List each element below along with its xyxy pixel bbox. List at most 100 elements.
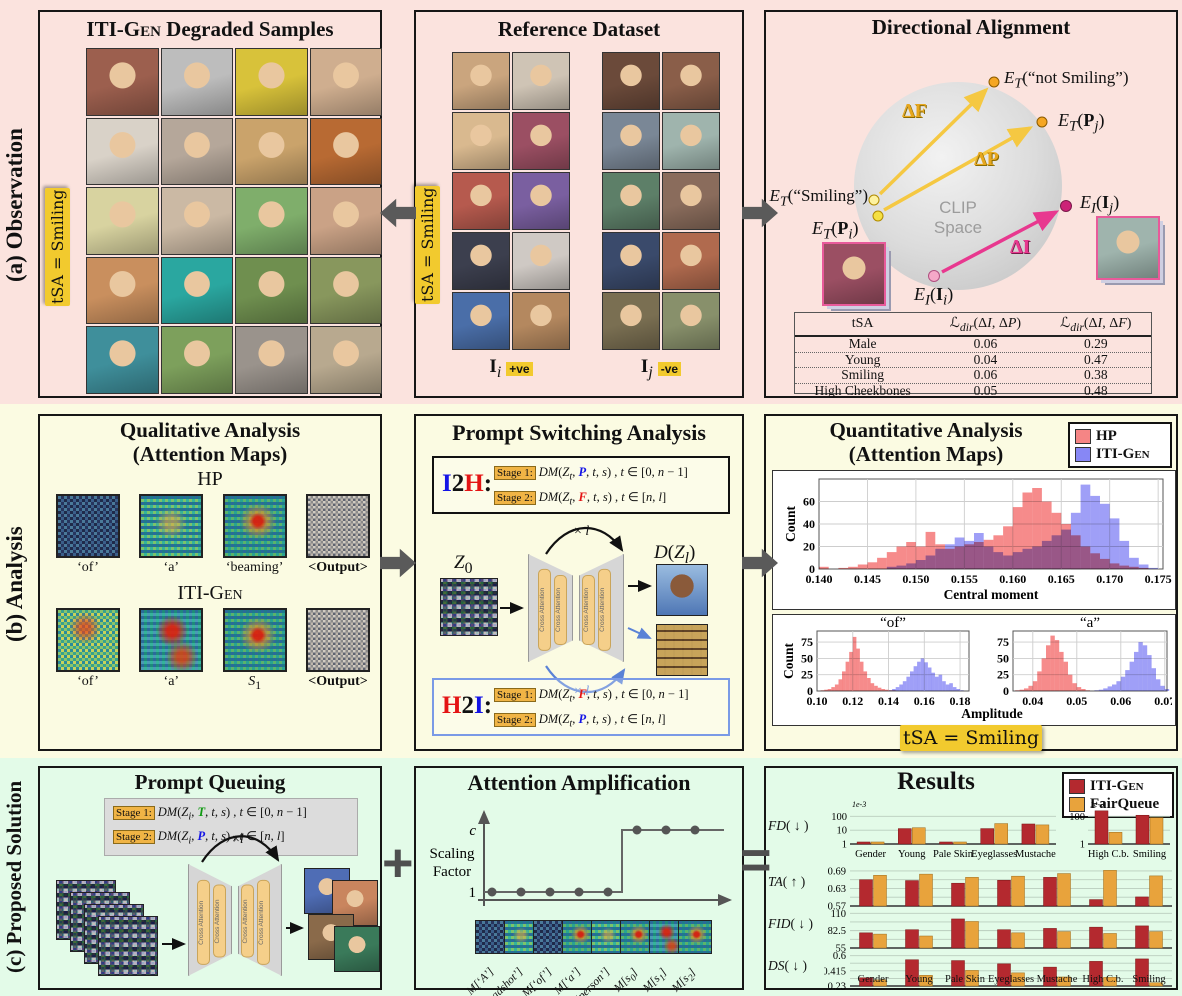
svg-text:Gender: Gender <box>855 849 886 860</box>
panel-title: Directional Alignment <box>871 15 1071 39</box>
plus-operator: + <box>382 833 414 893</box>
photo-thumb <box>452 112 510 170</box>
svg-text:0.05: 0.05 <box>1066 694 1087 708</box>
tsa-smiling-badge: tSA = Smiling <box>45 140 70 354</box>
cross-attention-block: Cross Attention <box>581 574 595 645</box>
svg-text:0.57: 0.57 <box>828 902 846 911</box>
svg-text:1: 1 <box>1080 840 1085 851</box>
attention-map <box>56 608 120 672</box>
tsa-smiling-badge: tSA = Smiling <box>899 725 1043 751</box>
svg-text:0.155: 0.155 <box>951 572 978 586</box>
metric-label-ds: DS( ↓ ) <box>768 958 807 973</box>
image-ij-thumbnail <box>1096 216 1160 280</box>
z0-noise-image <box>440 578 498 636</box>
panel-title: Prompt Switching Analysis <box>452 420 706 445</box>
photo-thumb <box>309 187 382 255</box>
negative-badge: -ve <box>657 361 682 376</box>
svg-text:Count: Count <box>783 505 798 542</box>
svg-text:25: 25 <box>801 668 813 682</box>
panel-title-line1: Quantitative Analysis <box>829 418 1023 442</box>
cross-attention-block: Cross Attention <box>537 569 551 652</box>
svg-text:0.140: 0.140 <box>806 572 833 586</box>
panel-title: Prompt Queuing <box>134 770 286 794</box>
svg-text:Pale Skin: Pale Skin <box>933 849 974 860</box>
hp-method-label: HP <box>197 468 223 490</box>
et-pj-point <box>1036 116 1048 128</box>
token-attention-map <box>504 920 538 954</box>
svg-text:Central moment: Central moment <box>944 587 1039 602</box>
svg-text:0.16: 0.16 <box>914 694 935 708</box>
legend-entry: FairQueue <box>1069 795 1167 813</box>
attention-map-cell: ‘a’ <box>131 608 211 692</box>
category-label: Young <box>905 974 933 985</box>
i2h-label: I2H: <box>442 470 493 497</box>
category-label: Gender <box>857 974 889 985</box>
degraded-samples-grid <box>86 48 382 394</box>
negative-caption: Ij -ve <box>602 356 720 382</box>
delta-f-label: ΔF <box>902 100 927 122</box>
panel-directional-alignment: Directional Alignment ET(“not Smiling”) … <box>764 10 1178 398</box>
reference-negative-grid <box>602 52 720 350</box>
positive-symbol: Ii <box>489 356 502 381</box>
photo-thumb <box>160 48 233 116</box>
loop-count-top: × l <box>574 524 590 539</box>
svg-text:50: 50 <box>801 651 813 665</box>
h2i-stage2-line: Stage 2:DM(Zt, P, t, s) , t ∈ [n, l] <box>494 711 665 730</box>
svg-text:0.160: 0.160 <box>999 572 1026 586</box>
attention-map-cell: ‘beaming’ <box>215 494 295 576</box>
svg-text:0.6: 0.6 <box>833 952 846 962</box>
clip-space-label: CLIP Space <box>933 198 983 237</box>
attention-map <box>305 494 370 558</box>
svg-text:Amplitude: Amplitude <box>961 706 1023 721</box>
row-label-analysis: (b) Analysis <box>2 526 27 642</box>
photo-thumb <box>309 117 382 186</box>
svg-text:10: 10 <box>837 826 848 837</box>
svg-text:Mustache: Mustache <box>1015 849 1056 860</box>
positive-caption: Ii +ve <box>452 356 570 382</box>
h2i-stage1-line: Stage 1:DM(Zt, F, t, s) , t ∈ [0, n − 1] <box>494 686 689 705</box>
loop-count-bottom: × l <box>574 684 590 699</box>
i2h-equation-box: I2H: Stage 1:DM(Zt, P, t, s) , t ∈ [0, n… <box>432 456 730 514</box>
token-attention-map <box>678 920 712 954</box>
svg-text:25: 25 <box>997 668 1009 682</box>
photo-thumb <box>602 112 660 170</box>
panel-title-line1: Qualitative Analysis <box>119 418 301 442</box>
dzl-label: D(Zl) <box>654 542 696 567</box>
svg-text:0.63: 0.63 <box>828 884 846 895</box>
svg-text:0.175: 0.175 <box>1145 572 1172 586</box>
attention-map-cell: <Output> <box>298 608 378 692</box>
et-pi-point <box>872 210 884 222</box>
clip-space-diagram <box>854 76 1072 290</box>
token-attention-map <box>562 920 596 954</box>
photo-thumb <box>235 187 308 255</box>
attention-map <box>139 608 204 672</box>
svg-text:82.5: 82.5 <box>828 926 846 937</box>
queuing-stage1-line: Stage 1:DM(Zi, T, t, s) , t ∈ [0, n − 1] <box>113 804 307 823</box>
photo-thumb <box>309 326 382 394</box>
svg-text:“of”: “of” <box>880 615 906 631</box>
svg-text:c: c <box>469 823 476 839</box>
svg-text:20: 20 <box>803 540 815 554</box>
svg-text:0.170: 0.170 <box>1096 572 1123 586</box>
photo-thumb <box>662 232 720 290</box>
attention-map-label: ‘a’ <box>163 560 180 575</box>
photo-thumb <box>602 292 660 350</box>
loop-count-label: ×l <box>232 832 244 847</box>
ei-ij-point <box>1060 200 1072 212</box>
panel-prompt-switching: Prompt Switching Analysis I2H: Stage 1:D… <box>414 414 744 751</box>
attention-map-label: ‘of’ <box>77 674 99 689</box>
photo-thumb <box>512 52 570 110</box>
panel-title-line2: (Attention Maps) <box>132 442 288 466</box>
cross-attention-block: Cross Attention <box>553 574 567 645</box>
legend-label: HP <box>1096 427 1117 444</box>
